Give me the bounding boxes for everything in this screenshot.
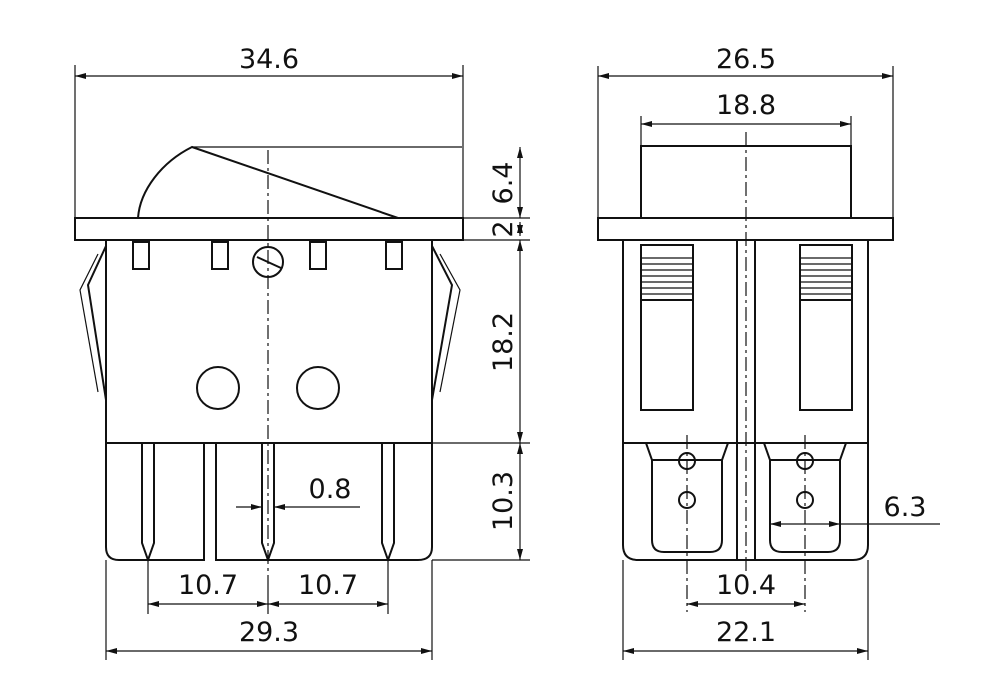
dim-rocker-height: 6.4 xyxy=(488,162,519,205)
right-latch xyxy=(431,245,454,401)
dim-flange-thickness: 2 xyxy=(488,220,519,237)
front-body xyxy=(105,239,433,444)
dim-body-height: 18.2 xyxy=(488,312,519,372)
dim-side-body-width: 22.1 xyxy=(716,617,776,648)
terminal-pin-right xyxy=(381,443,395,564)
side-terminal-tab-left xyxy=(645,442,729,553)
dim-side-width: 26.5 xyxy=(716,44,776,75)
terminal-pin-left xyxy=(141,443,155,564)
front-flange xyxy=(74,217,464,241)
dim-pin-pitch-left: 10.7 xyxy=(178,570,238,601)
side-left-ribs xyxy=(641,257,693,295)
left-latch xyxy=(86,245,107,401)
dim-terminal-width: 6.3 xyxy=(884,492,927,523)
dim-terminal-length: 10.3 xyxy=(488,471,519,531)
dim-terminal-spacing: 10.4 xyxy=(716,570,776,601)
dim-rocker-width: 18.8 xyxy=(716,90,776,121)
side-terminal-tab-right xyxy=(763,442,847,553)
dim-pin-thickness: 0.8 xyxy=(309,474,352,505)
dim-front-body-width: 29.3 xyxy=(239,617,299,648)
dim-front-width: 34.6 xyxy=(239,44,299,75)
mount-hole-left xyxy=(196,366,240,410)
side-right-ribs xyxy=(800,257,852,295)
side-view: 26.5 18.8 6.3 10.4 22.1 xyxy=(597,44,940,660)
mount-hole-right xyxy=(296,366,340,410)
front-base xyxy=(105,443,205,561)
front-view: 34.6 6.4 2 18.2 10.3 0.8 10.7 10.7 29.3 xyxy=(74,44,530,660)
dim-pin-pitch-right: 10.7 xyxy=(298,570,358,601)
